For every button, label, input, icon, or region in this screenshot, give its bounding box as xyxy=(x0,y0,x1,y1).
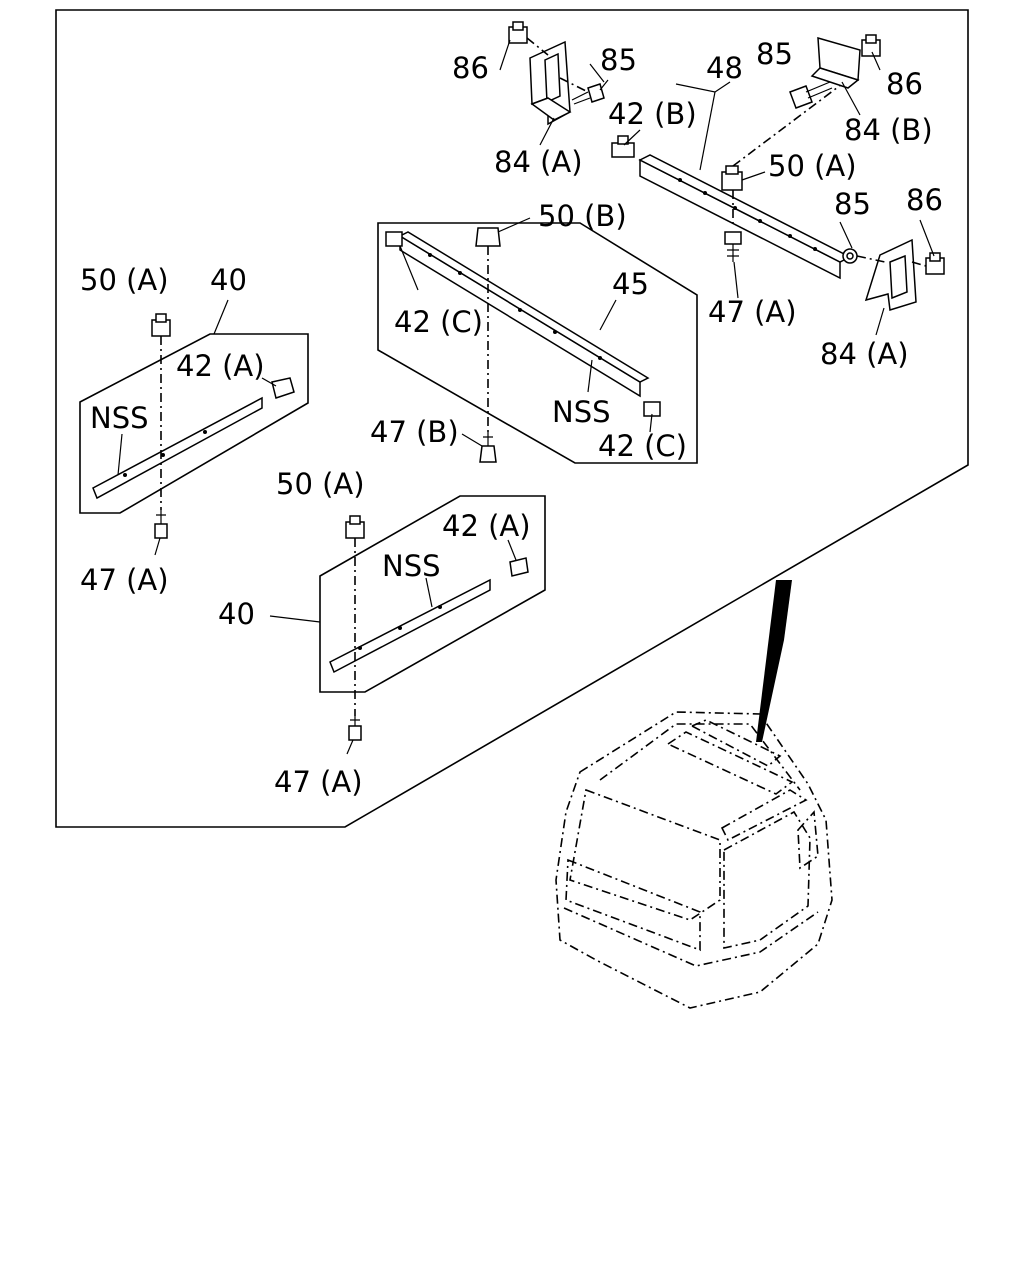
callout-50a-lower: 50 (A) xyxy=(276,467,365,501)
rail-48 xyxy=(638,154,852,280)
location-indicator xyxy=(756,580,792,742)
clip-42b xyxy=(611,135,635,158)
screw-47a-lower xyxy=(348,716,362,741)
screw-47a-rail-48 xyxy=(724,231,742,262)
screw-85-upper-right xyxy=(789,81,833,109)
screw-47a-upper xyxy=(154,510,168,539)
callout-86-right: 86 xyxy=(906,183,943,217)
callout-50b: 50 (B) xyxy=(538,199,627,233)
callout-labels: 86 85 84 (A) 48 85 86 42 (B) 84 (B) 50 (… xyxy=(80,37,943,799)
callout-nss-lower: NSS xyxy=(382,549,441,583)
callout-47a-upper: 47 (A) xyxy=(80,563,169,597)
callout-50a-upper: 50 (A) xyxy=(80,263,169,297)
callout-84b: 84 (B) xyxy=(844,113,933,147)
rail-40-upper xyxy=(92,396,263,500)
clip-86-upper-right xyxy=(861,34,881,57)
group-frame xyxy=(55,9,969,828)
bracket-84a-lower xyxy=(864,238,917,311)
clip-42c-left xyxy=(385,231,403,247)
callout-86-upper-left: 86 xyxy=(452,51,489,85)
clip-50a-upper xyxy=(151,313,171,337)
vehicle-body xyxy=(555,711,833,1009)
rail-40-lower xyxy=(329,578,491,674)
clip-50a-rail-48 xyxy=(721,165,743,191)
clip-42a-lower xyxy=(509,557,529,577)
screw-85-right xyxy=(842,248,858,264)
callout-42c-left: 42 (C) xyxy=(394,305,483,339)
screw-47b xyxy=(479,432,497,463)
callout-50a-rail-48: 50 (A) xyxy=(768,149,857,183)
callout-42c-right: 42 (C) xyxy=(598,429,687,463)
group-40-lower-frame xyxy=(319,495,546,693)
clip-42a-upper xyxy=(271,377,295,399)
callout-84a-upper: 84 (A) xyxy=(494,145,583,179)
bracket-84b xyxy=(810,36,861,89)
clip-42c-right xyxy=(643,401,661,417)
callout-47b: 47 (B) xyxy=(370,415,459,449)
callout-48: 48 xyxy=(706,51,743,85)
callout-85-upper-right: 85 xyxy=(756,37,793,71)
clip-86-upper-left xyxy=(508,21,528,44)
callout-47a-lower: 47 (A) xyxy=(274,765,363,799)
screw-85-upper-left xyxy=(571,83,605,105)
callout-47a-rail-48: 47 (A) xyxy=(708,295,797,329)
callout-45: 45 xyxy=(612,267,649,301)
callout-86-upper-right: 86 xyxy=(886,67,923,101)
leader-lines xyxy=(117,39,935,755)
callout-40-lower: 40 xyxy=(218,597,255,631)
callout-nss-upper: NSS xyxy=(90,401,149,435)
clip-50a-lower xyxy=(345,515,365,539)
callout-42a-upper: 42 (A) xyxy=(176,349,265,383)
callout-42b: 42 (B) xyxy=(608,97,697,131)
group-40-upper-frame xyxy=(79,333,309,514)
callout-40-upper: 40 xyxy=(210,263,247,297)
callout-85-right: 85 xyxy=(834,187,871,221)
clip-50b xyxy=(475,227,501,247)
callout-42a-lower: 42 (A) xyxy=(442,509,531,543)
callout-nss-45: NSS xyxy=(552,395,611,429)
clip-86-right xyxy=(925,252,945,275)
callout-84a-lower: 84 (A) xyxy=(820,337,909,371)
bracket-84a-upper xyxy=(529,40,572,126)
callout-85-upper-left: 85 xyxy=(600,43,637,77)
group-45-frame xyxy=(377,222,698,464)
